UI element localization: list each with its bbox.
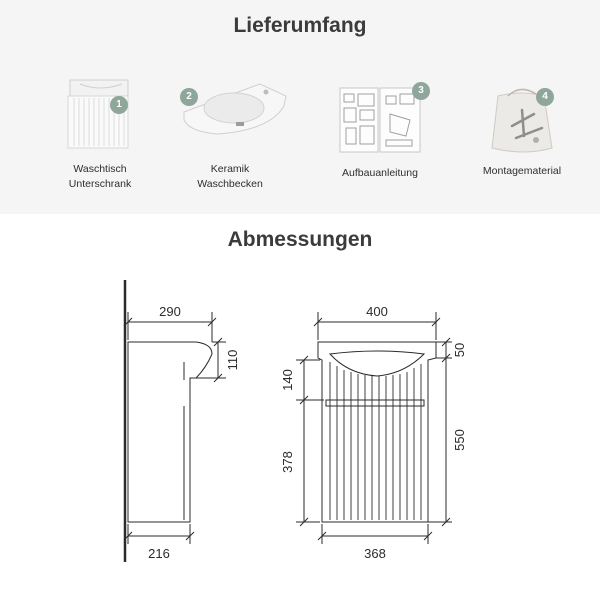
item-caption-line1: Montagematerial (482, 165, 562, 177)
item-number-badge: 1 (110, 96, 128, 114)
dim-side-depth-bottom: 216 (148, 546, 170, 561)
item-number-badge: 4 (536, 88, 554, 106)
hardware-bag-icon (491, 88, 553, 153)
ceramic-basin-icon (183, 83, 287, 135)
dim-front-upper: 140 (280, 369, 295, 391)
scope-item-cabinet: 1 Waschtisch Unterschrank (30, 70, 170, 200)
dim-side-basin-height: 110 (225, 350, 240, 371)
scope-item-basin: 2 Keramik Waschbecken (160, 70, 300, 200)
item-caption-line2: Unterschrank (68, 178, 132, 190)
item-caption-line1: Aufbauanleitung (342, 167, 418, 179)
item-number-badge: 3 (412, 82, 430, 100)
dimension-drawing: 290 110 216 400 50 140 378 550 368 (123, 280, 467, 562)
dim-front-lower: 378 (280, 451, 295, 473)
scope-title: Lieferumfang (233, 14, 367, 37)
front-view (296, 312, 452, 544)
item-caption-line1: Waschtisch (73, 163, 127, 175)
manual-icon (339, 87, 421, 153)
dims-title: Abmessungen (227, 228, 373, 251)
scope-item-manual: 3 Aufbauanleitung (310, 70, 450, 200)
dim-front-total-height: 550 (452, 429, 467, 451)
dim-front-width-bottom: 368 (364, 546, 386, 561)
item-number-badge: 2 (180, 88, 198, 106)
item-caption-line1: Keramik (210, 163, 250, 175)
dim-side-depth-top: 290 (159, 304, 181, 319)
item-caption-line2: Waschbecken (197, 178, 263, 190)
dim-front-rim: 50 (452, 343, 467, 357)
dim-front-width-top: 400 (366, 304, 388, 319)
side-view (123, 312, 226, 544)
scope-item-hardware: 4 Montagematerial (452, 70, 592, 200)
